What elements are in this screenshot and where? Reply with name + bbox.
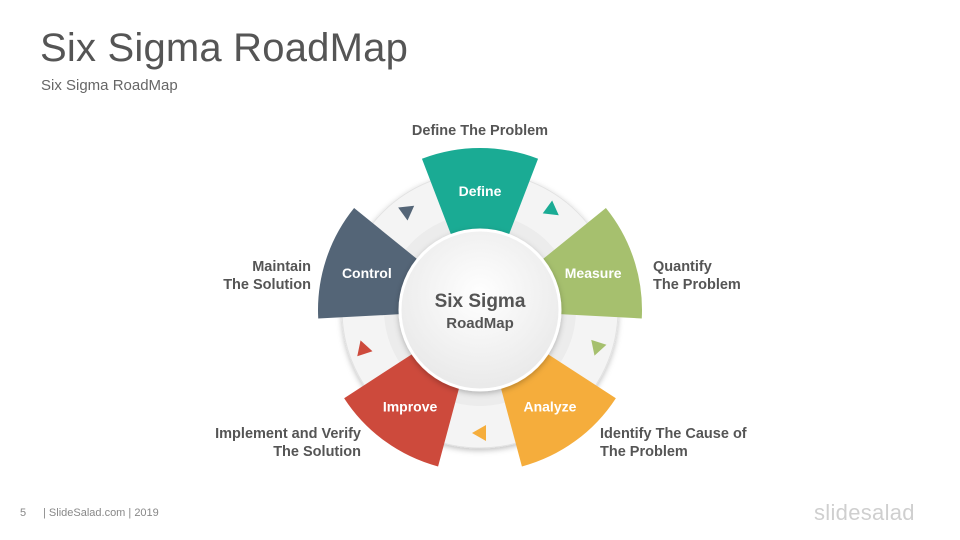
- center-subtitle: RoadMap: [446, 315, 514, 332]
- flow-arrow-icon: [591, 339, 607, 356]
- improve-description: Implement and Verify The Solution: [215, 426, 361, 460]
- flow-arrow-icon: [542, 200, 559, 216]
- page-number: 5: [20, 507, 27, 519]
- measure-description: Quantify The Problem: [653, 259, 741, 293]
- center-circle: [398, 228, 562, 392]
- segment-label-analyze: Analyze: [523, 398, 576, 414]
- analyze-description: Identify The Cause of The Problem: [600, 426, 747, 460]
- segment-define: [421, 148, 539, 236]
- segment-label-measure: Measure: [565, 265, 622, 281]
- segment-analyze: [500, 353, 616, 467]
- control-description: Maintain The Solution: [223, 259, 311, 293]
- segment-label-improve: Improve: [383, 398, 438, 414]
- slide-title: Six Sigma RoadMap: [40, 26, 409, 70]
- center-title: Six Sigma: [435, 291, 526, 312]
- segment-label-control: Control: [342, 265, 392, 281]
- slidesalad-logo: slidesalad: [814, 500, 915, 525]
- define-description: Define The Problem: [411, 123, 549, 139]
- segment-improve: [344, 353, 460, 467]
- flow-arrow-icon: [472, 425, 486, 441]
- segment-label-define: Define: [459, 183, 502, 199]
- slide-subtitle: Six Sigma RoadMap: [41, 77, 178, 94]
- flow-arrow-icon: [357, 340, 373, 357]
- flow-arrow-icon: [398, 205, 415, 221]
- segment-measure: [542, 208, 642, 319]
- segment-control: [318, 208, 418, 319]
- footer-text: | SlideSalad.com | 2019: [43, 507, 159, 519]
